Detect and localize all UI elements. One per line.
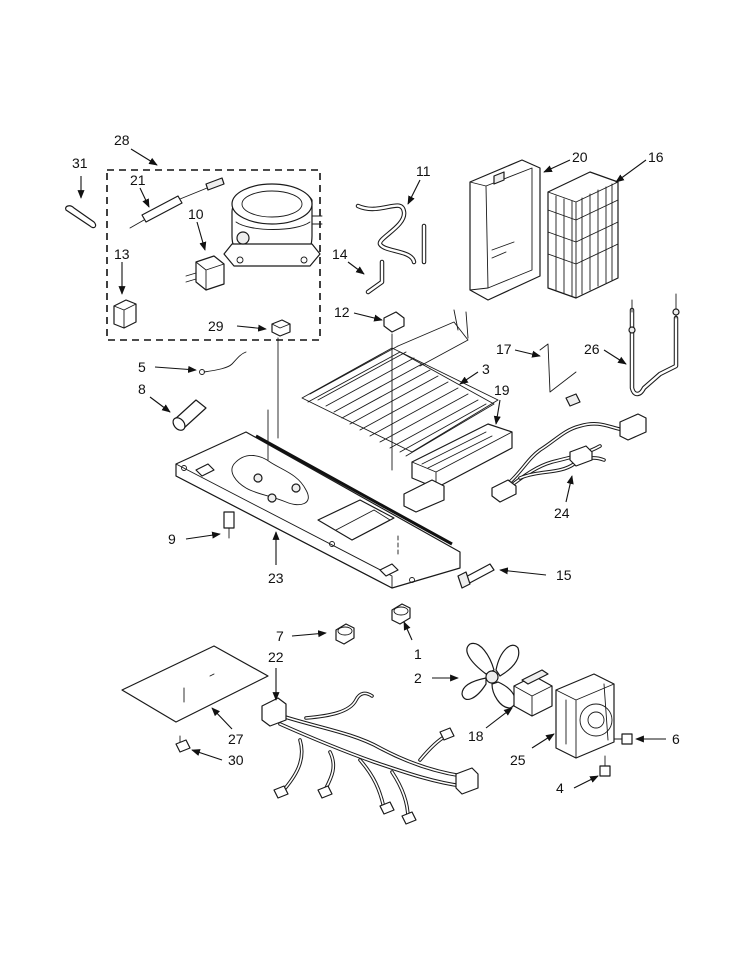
callout-29: 29 — [208, 318, 224, 334]
callout-20: 20 — [572, 149, 588, 165]
cable-tie-part[interactable] — [457, 563, 495, 589]
wire-part-5[interactable] — [199, 351, 247, 375]
callout-labels: 28 31 21 10 13 29 11 14 12 20 16 17 26 3… — [72, 132, 680, 796]
clip-part-30[interactable] — [175, 735, 191, 753]
callout-17: 17 — [496, 341, 512, 357]
insulation-sheet-part[interactable] — [121, 645, 269, 723]
callout-25: 25 — [510, 752, 526, 768]
callout-9: 9 — [168, 531, 176, 547]
grommet-part-1[interactable] — [391, 603, 411, 625]
bracket-part[interactable] — [383, 311, 405, 333]
callout-1: 1 — [414, 646, 422, 662]
wire-harness-part-22[interactable] — [261, 691, 479, 825]
callout-16: 16 — [648, 149, 664, 165]
callout-8: 8 — [138, 381, 146, 397]
condenser-coil-part[interactable] — [301, 309, 499, 457]
callout-4: 4 — [556, 780, 564, 796]
clip-part-31[interactable] — [65, 205, 97, 229]
callout-18: 18 — [468, 728, 484, 744]
base-plate-edge — [255, 434, 453, 546]
callout-22: 22 — [268, 649, 284, 665]
callout-31: 31 — [72, 155, 88, 171]
suction-tube-part[interactable] — [365, 259, 385, 295]
callout-13: 13 — [114, 246, 130, 262]
callout-28: 28 — [114, 132, 130, 148]
screw-part-9[interactable] — [223, 511, 235, 539]
sleeve-part-8[interactable] — [171, 399, 207, 433]
evaporator-cover-part[interactable] — [469, 159, 541, 301]
screw-part-4[interactable] — [599, 755, 611, 777]
callout-24: 24 — [554, 505, 570, 521]
callout-26: 26 — [584, 341, 600, 357]
start-relay-part[interactable] — [185, 255, 225, 291]
callout-7: 7 — [276, 628, 284, 644]
grommet-part[interactable] — [271, 319, 291, 337]
callout-10: 10 — [188, 206, 204, 222]
callout-6: 6 — [672, 731, 680, 747]
drain-pan-part[interactable] — [403, 423, 513, 513]
fan-shroud-part[interactable] — [555, 673, 615, 759]
callout-23: 23 — [268, 570, 284, 586]
callout-2: 2 — [414, 670, 422, 686]
screw-part-6[interactable] — [613, 733, 633, 745]
wire-harness-part-24[interactable] — [491, 393, 647, 503]
callout-19: 19 — [494, 382, 510, 398]
callout-14: 14 — [332, 246, 348, 262]
callout-5: 5 — [138, 359, 146, 375]
callout-30: 30 — [228, 752, 244, 768]
callout-3: 3 — [482, 361, 490, 377]
overload-cap-part[interactable] — [113, 299, 137, 329]
callout-12: 12 — [334, 304, 350, 320]
callout-27: 27 — [228, 731, 244, 747]
callout-21: 21 — [130, 172, 146, 188]
callout-11: 11 — [416, 163, 431, 179]
compressor-part[interactable] — [223, 183, 323, 267]
discharge-tube-part[interactable] — [355, 203, 427, 265]
callout-15: 15 — [556, 567, 572, 583]
tube-part-26[interactable] — [628, 293, 680, 397]
grommet-part-7[interactable] — [335, 623, 355, 645]
fan-blade-part[interactable] — [461, 642, 520, 709]
clip-part-17[interactable] — [539, 343, 577, 393]
filter-drier-part[interactable] — [129, 177, 225, 229]
evaporator-part[interactable] — [547, 171, 619, 299]
leader-lines — [77, 148, 666, 789]
base-plate-part[interactable] — [175, 431, 461, 589]
fan-motor-part[interactable] — [513, 669, 553, 717]
